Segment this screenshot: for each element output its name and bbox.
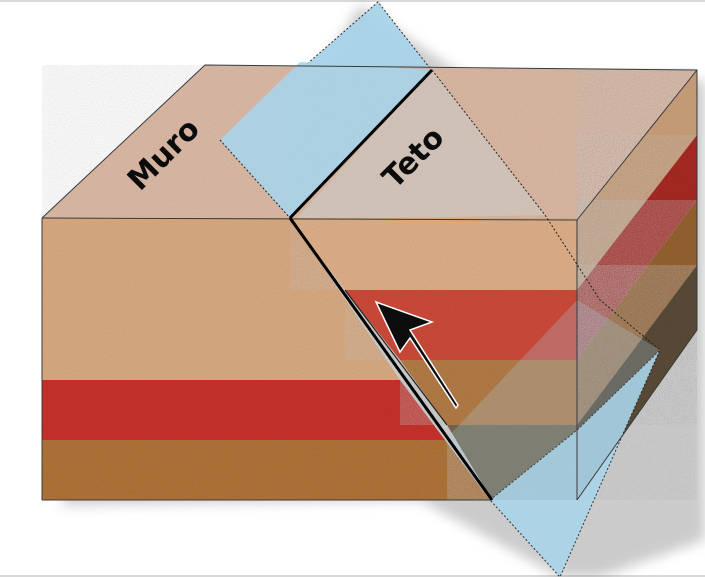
fault-plane-outline-left (219, 139, 291, 219)
fault-plane-front (489, 349, 661, 577)
side-brown-layer (577, 200, 697, 425)
fault-plane-top-right (295, 70, 545, 220)
fault-plane-front-overlay (445, 300, 660, 500)
side-red-layer (577, 135, 697, 360)
side-sand-layer (577, 70, 697, 290)
hanging-brown-layer (400, 360, 577, 425)
arrow-up-left-icon (374, 300, 459, 410)
block-edges (41, 64, 698, 501)
hanging-sand-layer (290, 218, 577, 290)
fault-plane-outline (431, 69, 661, 351)
fault-trace-hanging (344, 289, 448, 426)
fault-trace-top (288, 68, 434, 220)
footwall-red-layer (42, 380, 445, 440)
footwall-sand-layer (42, 218, 400, 380)
top-surface-hanging-wall (290, 68, 697, 220)
fault-trace-front (288, 217, 494, 501)
footwall-brown-layer (42, 440, 490, 500)
fault-plane-top (220, 62, 432, 218)
